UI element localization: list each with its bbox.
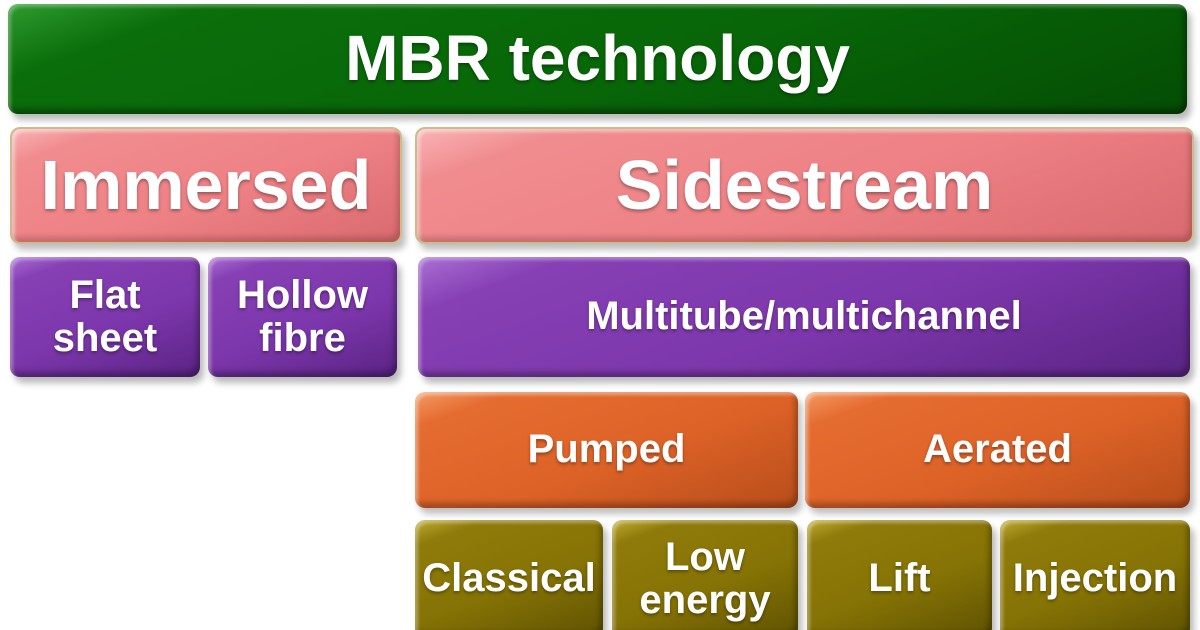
- node-injection: Injection: [1000, 520, 1190, 630]
- node-sidestream: Sidestream: [415, 127, 1194, 244]
- node-label: Aerated: [923, 427, 1072, 472]
- node-multitube-multichannel: Multitube/multichannel: [418, 257, 1190, 377]
- node-flat-sheet: Flat sheet: [10, 257, 200, 377]
- node-label: MBR technology: [345, 22, 850, 95]
- node-classical: Classical: [415, 520, 603, 630]
- node-low-energy: Low energy: [612, 520, 798, 630]
- node-hollow-fibre: Hollow fibre: [208, 257, 397, 377]
- node-label: Multitube/multichannel: [586, 294, 1022, 339]
- node-label: Pumped: [527, 427, 686, 472]
- node-mbr-technology: MBR technology: [8, 4, 1187, 114]
- node-label: Lift: [868, 556, 931, 601]
- node-label: Injection: [1012, 556, 1178, 601]
- node-label: Immersed: [40, 145, 372, 224]
- node-label: Classical: [422, 556, 596, 601]
- node-aerated: Aerated: [805, 392, 1190, 508]
- node-lift: Lift: [807, 520, 992, 630]
- node-pumped: Pumped: [415, 392, 798, 508]
- node-label: Low energy: [639, 534, 771, 622]
- node-label: Flat sheet: [52, 272, 158, 360]
- node-label: Sidestream: [615, 145, 994, 224]
- node-immersed: Immersed: [10, 127, 402, 244]
- node-label: Hollow fibre: [236, 272, 369, 360]
